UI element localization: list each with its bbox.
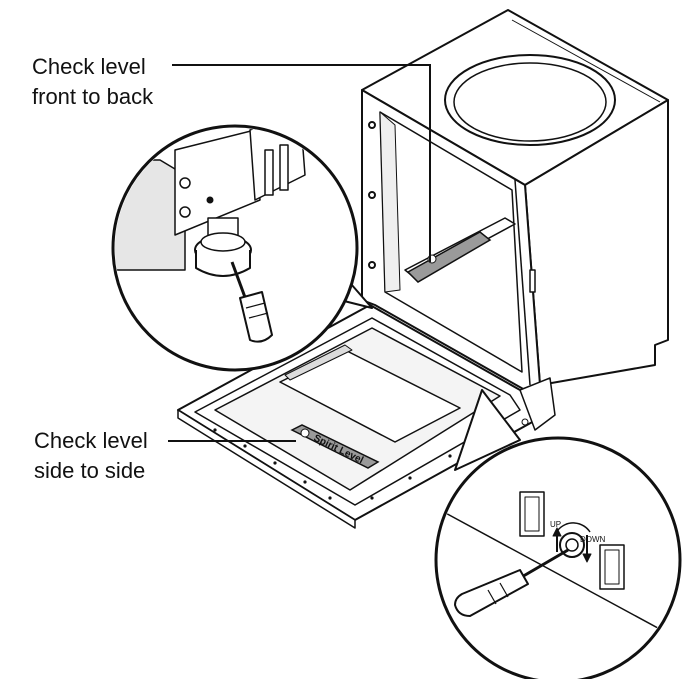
dishwasher-body <box>361 9 669 391</box>
callout-side-to-side: Check level side to side <box>34 426 148 486</box>
callout-front-line1: Check level <box>32 54 146 79</box>
callout-front-to-back: Check level front to back <box>32 52 153 112</box>
leader-lines <box>168 64 431 442</box>
leader-front-to-back <box>172 64 431 262</box>
callout-side-line2: side to side <box>34 458 146 483</box>
callout-side-line1: Check level <box>34 428 148 453</box>
magnifier-front-leg <box>111 124 373 372</box>
down-label: DOWN <box>580 535 606 544</box>
magnifier-rear-adjuster: UP DOWN <box>434 389 682 684</box>
up-label: UP <box>550 520 561 529</box>
dishwasher-door <box>177 304 556 529</box>
callout-front-line2: front to back <box>32 84 154 109</box>
